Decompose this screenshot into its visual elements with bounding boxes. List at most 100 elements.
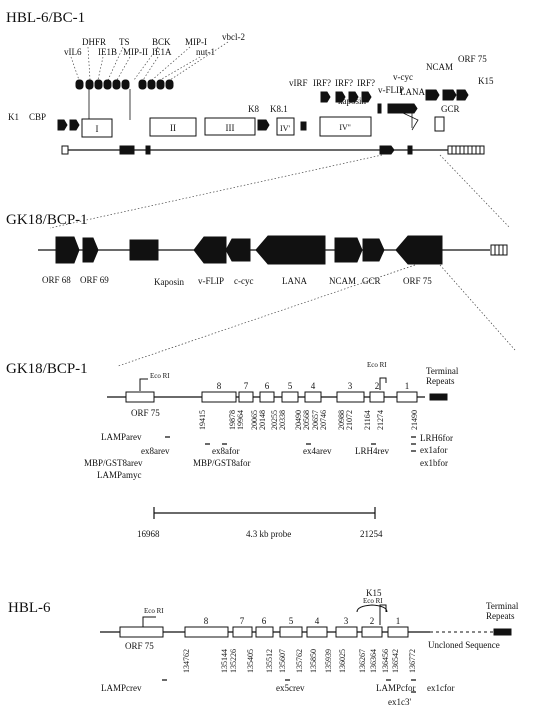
exon-2-c: 2	[375, 381, 380, 391]
label-cbp: CBP	[29, 112, 46, 122]
label-ie1b: IE1B	[98, 47, 117, 57]
box-ii-label: II	[170, 123, 176, 133]
exons-d	[119, 626, 409, 638]
label-ncam: NCAM	[426, 62, 453, 72]
terminal-c-1: Terminal	[426, 366, 459, 376]
orf75-label-c: ORF 75	[131, 408, 160, 418]
exons-c	[125, 391, 418, 403]
exon-3-c: 3	[348, 381, 353, 391]
terminal-repeats-d	[493, 628, 512, 636]
uncloned-label: Uncloned Sequence	[428, 640, 500, 650]
exon-numbers-d: 8 7 6 5 4 3 2 1	[204, 616, 401, 626]
coord-c-13: 21164	[363, 410, 372, 430]
primer-ex5crev: ex5crev	[276, 683, 305, 693]
label-ts: TS	[119, 37, 130, 47]
ecori-c-right: Eco RI	[367, 361, 387, 369]
gene-label-ncam: NCAM	[329, 276, 356, 286]
box-i-label: I	[96, 124, 99, 134]
coord-c-11: 20988	[337, 410, 346, 430]
genome-backbone-a	[61, 145, 485, 155]
coord-c-12: 21072	[345, 410, 354, 430]
coord-c-7: 20490	[294, 410, 303, 430]
primer-lampcfor: LAMPcfor	[376, 683, 416, 693]
coord-d-2: 135226	[229, 649, 238, 673]
label-vbcl2: vbcl-2	[222, 32, 245, 42]
primer-lrh6for: LRH6for	[420, 433, 453, 443]
exon-7-d: 7	[240, 616, 245, 626]
coord-d-4: 135512	[265, 649, 274, 673]
coord-d-10: 136267	[358, 649, 367, 673]
gene-label-ccyc: c-cyc	[234, 276, 253, 286]
box-iii	[204, 117, 256, 136]
primer-lampcrev: LAMPcrev	[101, 683, 142, 693]
label-mip2: MIP-II	[123, 47, 148, 57]
gene-k1	[57, 119, 68, 131]
gene-label-orf75: ORF 75	[403, 276, 432, 286]
exon-7-c: 7	[244, 381, 249, 391]
primer-ex8arev: ex8arev	[141, 446, 170, 456]
primer-lampamyc: LAMPamyc	[97, 470, 142, 480]
coord-c-3: 20065	[250, 410, 259, 430]
exon-5-d: 5	[289, 616, 294, 626]
gene-label-orf68: ORF 68	[42, 275, 71, 285]
primer-ex1c3: ex1c3'	[388, 697, 411, 707]
panel-hbl6-bc1: HBL-6/BC-1 vIL6 DHFR IE1B TS MIP-II BCK …	[6, 10, 494, 155]
gene-label-orf69: ORF 69	[80, 275, 109, 285]
box-iv-prime-label: IV'	[280, 124, 290, 133]
coord-c-5: 20255	[270, 410, 279, 430]
zoom-lines-b-c	[117, 264, 516, 367]
gene-k81	[300, 121, 307, 131]
primer-ex4arev: ex4arev	[303, 446, 332, 456]
label-gcr: GCR	[441, 104, 460, 114]
label-dhfr: DHFR	[82, 37, 106, 47]
region-boxes: I II III IV' IV''	[81, 116, 445, 138]
primer-ex1afor: ex1afor	[420, 445, 447, 455]
box-v	[434, 116, 445, 132]
exon-1-c: 1	[405, 381, 410, 391]
gene-ccyc	[225, 238, 251, 262]
label-ie1a: IE1A	[152, 47, 172, 57]
gene-cbp	[69, 119, 80, 131]
coord-d-1: 135144	[220, 649, 229, 673]
probe-label: 4.3 kb probe	[246, 529, 291, 539]
box-i	[81, 118, 113, 138]
coord-c-6: 20338	[278, 410, 287, 430]
primer-lrh4rev: LRH4rev	[355, 446, 389, 456]
exon-4-d: 4	[315, 616, 320, 626]
label-vflip: v-FLIP	[378, 85, 404, 95]
coord-c-8: 20568	[302, 410, 311, 430]
gene-orf69	[82, 237, 99, 263]
coord-d-13: 136542	[391, 649, 400, 673]
coord-d-14: 136772	[408, 649, 417, 673]
gene-vflip	[193, 236, 227, 264]
coords-c: 19415 19878 19964 20065 20148 20255 2033…	[198, 410, 419, 430]
label-mip1: MIP-I	[185, 37, 207, 47]
label-irf-3: IRF?	[357, 78, 375, 88]
label-nut1: nut-1	[196, 47, 215, 57]
primer-ex1bfor: ex1bfor	[420, 458, 448, 468]
primer-mbpgst8arev: MBP/GST8arev	[84, 458, 143, 468]
label-irf-2: IRF?	[335, 78, 353, 88]
coords-d: 134762 135144 135226 135405 135512 13560…	[182, 649, 417, 673]
label-k1: K1	[8, 112, 19, 122]
ecori-d-left: Eco RI	[144, 607, 164, 615]
exon-8-d: 8	[204, 616, 209, 626]
exon-3-d: 3	[344, 616, 349, 626]
gene-lana	[255, 235, 326, 265]
coord-d-3: 135405	[246, 649, 255, 673]
box-iii-label: III	[226, 123, 235, 133]
terminal-repeats-b	[490, 244, 508, 256]
label-k15: K15	[478, 76, 494, 86]
panel-gk18-bcp1-detail: GK18/BCP-1 Eco RI Eco RI Terminal Repeat…	[6, 361, 459, 539]
label-bck: BCK	[152, 37, 171, 47]
terminal-c-2: Repeats	[426, 376, 455, 386]
terminal-repeats-c	[429, 393, 448, 401]
primer-mbpgst8afor: MBP/GST8afor	[193, 458, 251, 468]
gene-cluster-left	[75, 79, 174, 90]
exon-numbers-c: 8 7 6 5 4 3 2 1	[217, 381, 410, 391]
gene-cluster-right	[320, 89, 469, 114]
gene-label-kaposin: Kaposin	[154, 277, 184, 287]
coord-c-1: 19878	[228, 410, 237, 430]
coord-d-6: 135762	[295, 649, 304, 673]
coord-d-7: 135850	[309, 649, 318, 673]
